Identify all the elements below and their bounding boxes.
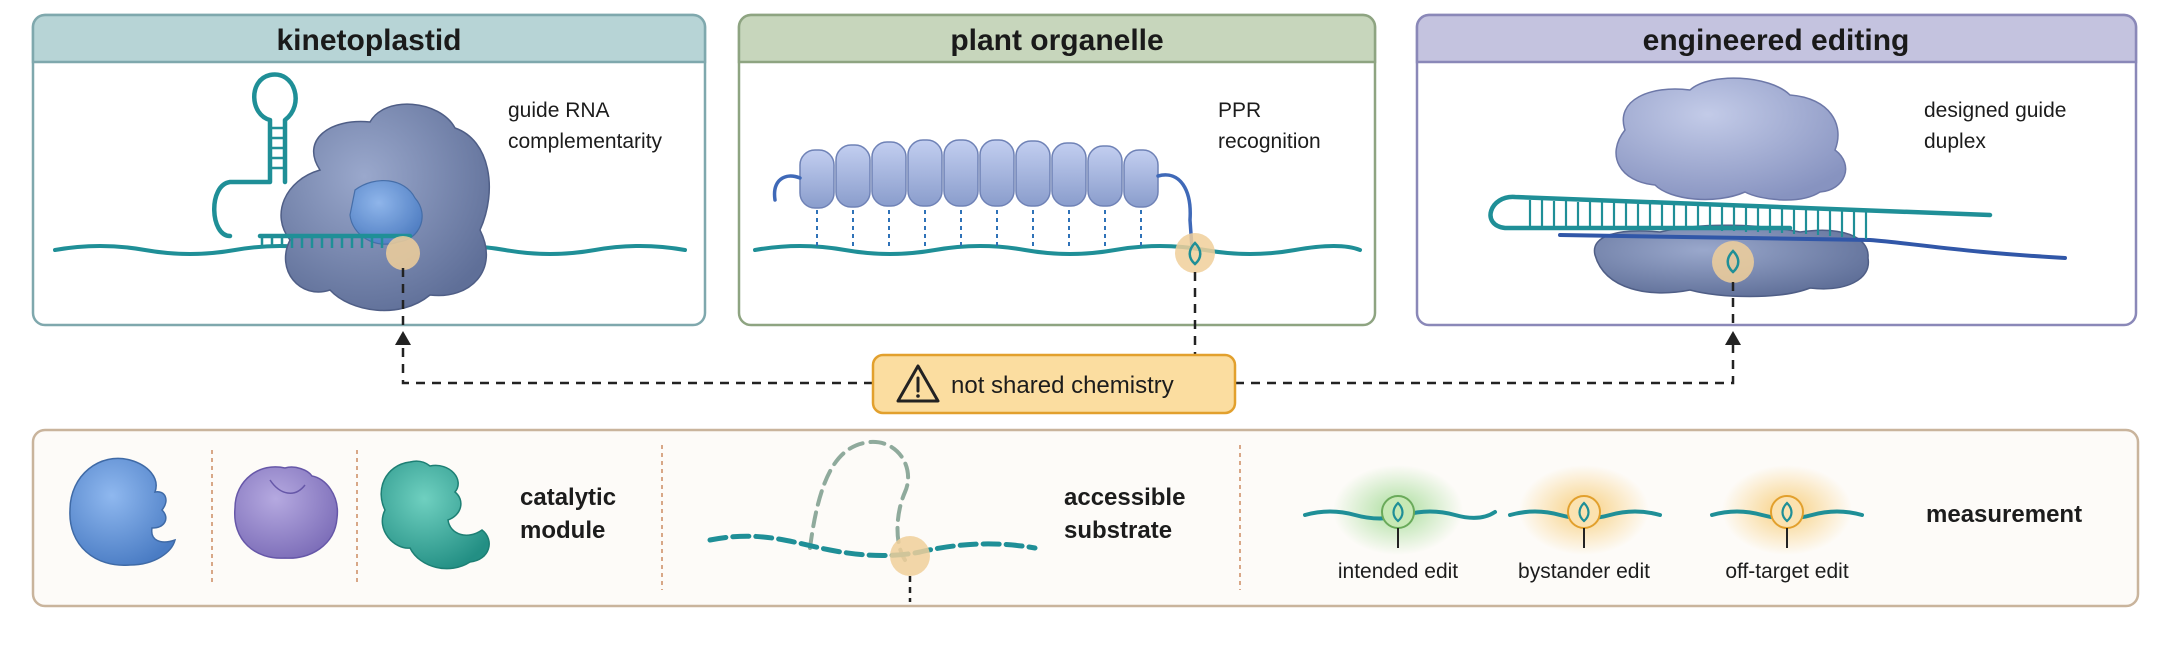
hairpin-rungs (270, 126, 285, 170)
warning-icon (896, 364, 940, 403)
ppr-repeat (835, 144, 871, 208)
off-target-edit-item: off-target edit (1710, 465, 1864, 583)
ppr-tail (772, 173, 1194, 250)
edit-site-circle (1567, 495, 1601, 529)
edited-base-icon (1188, 241, 1202, 266)
accessible-substrate-label-2: substrate (1064, 517, 1172, 544)
catalytic-module-label-1: catalytic (520, 484, 616, 511)
panel-caption-line-1: PPR (1218, 99, 1261, 122)
edited-base-icon (1578, 501, 1590, 523)
ppr-repeat (1051, 142, 1087, 207)
edit-site-marker (1712, 241, 1754, 283)
guide-rna (1488, 194, 1993, 231)
panel-caption-line-2: complementarity (508, 130, 663, 153)
ppr-contacts (816, 210, 1142, 246)
ppr-repeat (1087, 145, 1123, 207)
ppr-repeat (871, 141, 907, 207)
not-shared-chemistry-callout: not shared chemistry (871, 353, 1237, 415)
catalytic-teal-icon (380, 460, 490, 570)
panel-engineered-editing: engineered editing designed guide (1415, 13, 2138, 327)
catalytic-purple-icon (234, 466, 339, 559)
panel-title: kinetoplastid (276, 24, 461, 57)
edited-base-icon (1726, 249, 1740, 274)
editor-protein-upper (1615, 77, 1847, 201)
accessible-site-marker (890, 536, 930, 576)
callout-box (871, 353, 1237, 415)
ppr-repeat (943, 139, 979, 207)
callout-text: not shared chemistry (951, 372, 1174, 399)
substrate-strand (707, 533, 1038, 558)
mrna-strand (753, 244, 1362, 256)
edit-site-circle (1381, 495, 1415, 529)
target-strand (1558, 233, 2067, 260)
accessible-substrate-section: accessible substrate (707, 439, 1185, 602)
bystander-edit-label: bystander edit (1518, 560, 1650, 583)
accessible-substrate-label-1: accessible (1064, 484, 1185, 511)
guide-duplex-rungs (260, 238, 384, 248)
guide-duplex-rungs (1528, 200, 1868, 239)
panel-plant-organelle: plant organelle PPR recognition (737, 13, 1377, 327)
edited-base-icon (1781, 501, 1793, 523)
panel-title: plant organelle (950, 24, 1163, 57)
intended-edit-item: intended edit (1303, 465, 1497, 583)
edit-site-marker (386, 236, 420, 270)
edit-site-circle (1770, 495, 1804, 529)
connector-to-engineered (1235, 345, 1735, 385)
panel-header (31, 13, 707, 64)
off-target-edit-label: off-target edit (1725, 560, 1849, 583)
catalytic-blue-icon (69, 457, 177, 566)
intended-edit-label: intended edit (1338, 560, 1458, 583)
bottom-panel: catalytic module accessible substrate in… (31, 428, 2140, 608)
ppr-repeat (1123, 149, 1159, 208)
panel-caption-line-2: recognition (1218, 130, 1321, 153)
panel-header (737, 13, 1377, 64)
edited-base-icon (1392, 501, 1404, 523)
panel-header (1415, 13, 2138, 64)
panel-kinetoplastid: kinetoplastid guide RNA complementarity (31, 13, 707, 327)
ppr-repeat (799, 149, 835, 209)
guide-rna (212, 72, 413, 239)
panel-caption-line-1: guide RNA (508, 99, 610, 122)
catalytic-module-label-2: module (520, 517, 605, 544)
warning-icon-dot (916, 394, 920, 398)
panel-caption-line-2: duplex (1924, 130, 1986, 153)
arrowhead-engineered (1725, 331, 1741, 345)
catalytic-module-section: catalytic module (69, 450, 616, 585)
edit-site-marker (1175, 233, 1215, 273)
connector-lines (401, 268, 1735, 385)
ppr-protein (799, 139, 1159, 209)
panel-title: engineered editing (1643, 24, 1910, 57)
panel-caption-line-1: designed guide (1924, 99, 2066, 122)
bystander-edit-item: bystander edit (1508, 465, 1662, 583)
measurement-section: intended edit bystander edit off-target … (1303, 465, 2082, 583)
ppr-repeat (907, 139, 943, 207)
substrate-loop (808, 439, 911, 562)
arrowhead-kinetoplastid (395, 331, 411, 345)
ppr-repeat (1015, 140, 1051, 207)
measurement-label: measurement (1926, 501, 2082, 528)
ppr-repeat (979, 139, 1015, 207)
connector-to-kinetoplastid (401, 345, 873, 385)
